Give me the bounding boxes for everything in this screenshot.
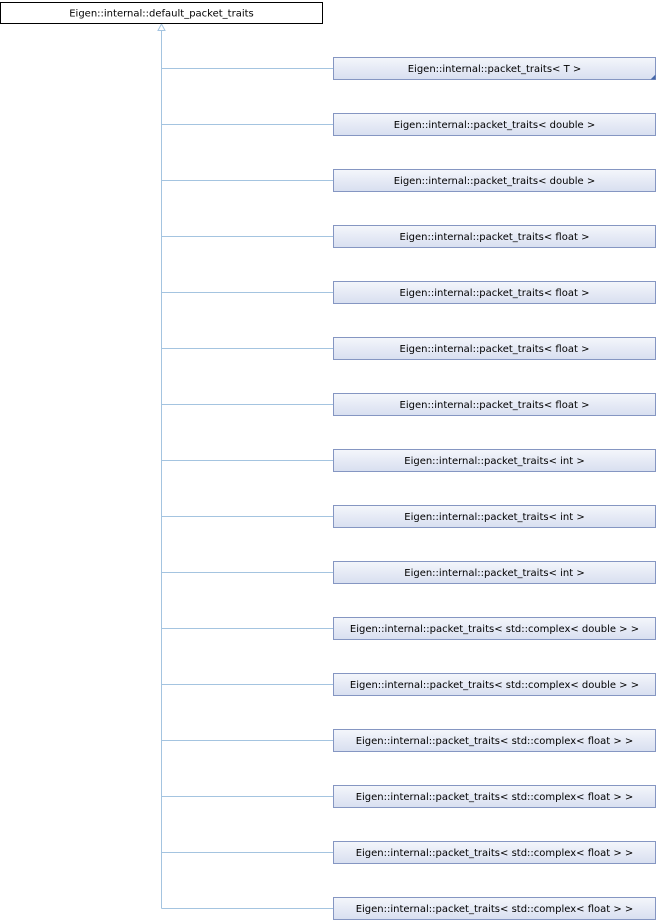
- derived-class-label: Eigen::internal::packet_traits< std::com…: [356, 904, 634, 915]
- derived-class-node[interactable]: Eigen::internal::packet_traits< float >: [333, 281, 656, 304]
- base-class-node[interactable]: Eigen::internal::default_packet_traits: [0, 2, 323, 24]
- base-class-label: Eigen::internal::default_packet_traits: [69, 9, 254, 20]
- derived-class-node[interactable]: Eigen::internal::packet_traits< double >: [333, 169, 656, 192]
- derived-class-label: Eigen::internal::packet_traits< std::com…: [356, 736, 634, 747]
- derived-class-label: Eigen::internal::packet_traits< std::com…: [356, 848, 634, 859]
- derived-class-label: Eigen::internal::packet_traits< std::com…: [350, 624, 639, 635]
- derived-class-nodes: Eigen::internal::packet_traits< T >Eigen…: [333, 57, 656, 920]
- derived-class-node[interactable]: Eigen::internal::packet_traits< std::com…: [333, 729, 656, 752]
- inheritance-arrow-icon: [157, 22, 166, 31]
- derived-class-label: Eigen::internal::packet_traits< float >: [400, 288, 590, 299]
- derived-class-label: Eigen::internal::packet_traits< int >: [404, 568, 584, 579]
- derived-class-label: Eigen::internal::packet_traits< std::com…: [350, 680, 639, 691]
- inheritance-edges: [157, 22, 334, 909]
- derived-class-node[interactable]: Eigen::internal::packet_traits< float >: [333, 225, 656, 248]
- derived-class-node[interactable]: Eigen::internal::packet_traits< std::com…: [333, 617, 656, 640]
- derived-class-label: Eigen::internal::packet_traits< std::com…: [356, 792, 634, 803]
- more-classes-marker-icon: [650, 74, 656, 80]
- derived-class-node[interactable]: Eigen::internal::packet_traits< float >: [333, 393, 656, 416]
- derived-class-label: Eigen::internal::packet_traits< int >: [404, 512, 584, 523]
- derived-class-node[interactable]: Eigen::internal::packet_traits< std::com…: [333, 673, 656, 696]
- derived-class-node[interactable]: Eigen::internal::packet_traits< std::com…: [333, 841, 656, 864]
- derived-class-node[interactable]: Eigen::internal::packet_traits< std::com…: [333, 785, 656, 808]
- derived-class-node[interactable]: Eigen::internal::packet_traits< int >: [333, 505, 656, 528]
- base-class-box[interactable]: [0, 2, 323, 24]
- derived-class-node[interactable]: Eigen::internal::packet_traits< int >: [333, 449, 656, 472]
- derived-class-node[interactable]: Eigen::internal::packet_traits< float >: [333, 337, 656, 360]
- derived-class-label: Eigen::internal::packet_traits< double >: [394, 120, 596, 131]
- derived-class-node[interactable]: Eigen::internal::packet_traits< T >: [333, 57, 656, 80]
- derived-class-label: Eigen::internal::packet_traits< T >: [408, 64, 582, 75]
- derived-class-label: Eigen::internal::packet_traits< float >: [400, 232, 590, 243]
- derived-class-label: Eigen::internal::packet_traits< float >: [400, 400, 590, 411]
- derived-class-label: Eigen::internal::packet_traits< float >: [400, 344, 590, 355]
- derived-class-label: Eigen::internal::packet_traits< int >: [404, 456, 584, 467]
- derived-class-node[interactable]: Eigen::internal::packet_traits< int >: [333, 561, 656, 584]
- derived-class-node[interactable]: Eigen::internal::packet_traits< std::com…: [333, 897, 656, 920]
- derived-class-node[interactable]: Eigen::internal::packet_traits< double >: [333, 113, 656, 136]
- derived-class-label: Eigen::internal::packet_traits< double >: [394, 176, 596, 187]
